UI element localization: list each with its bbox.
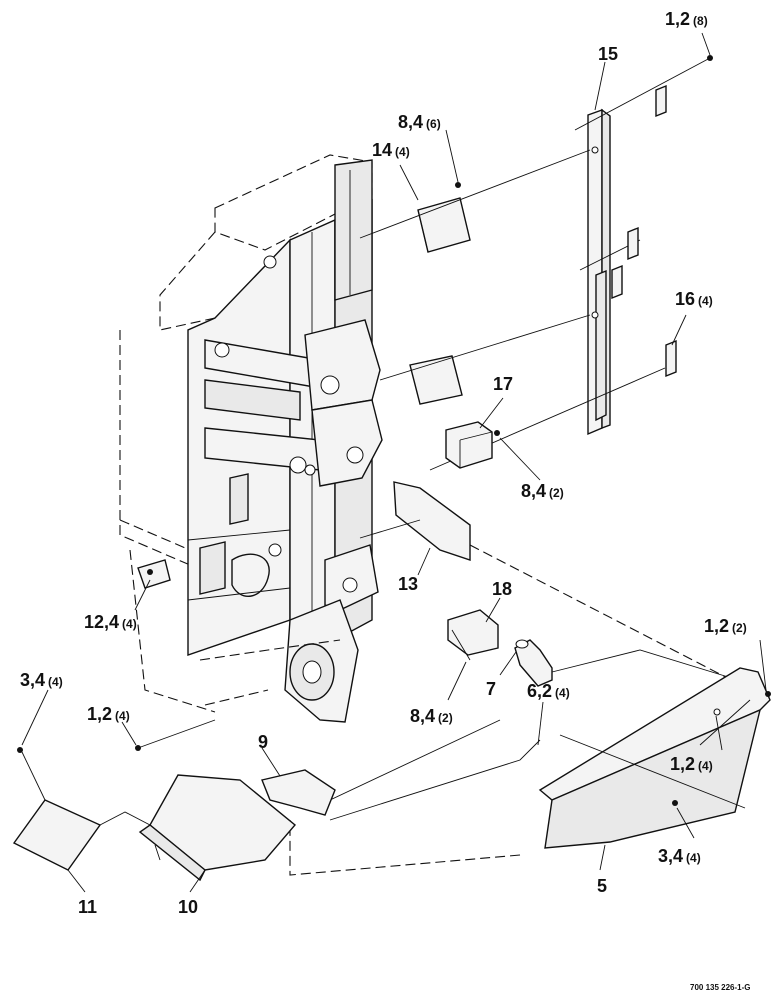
part-17-box [445,421,500,469]
callout-9: 9 [258,732,268,752]
callout-16-4: 16(4) [675,289,713,309]
fastener-lines [135,699,751,806]
callout-5: 5 [597,876,607,896]
callout-3-4-4-left: 3,4(4) [20,670,63,690]
callout-7: 7 [486,679,496,699]
part-13-plate [359,481,771,701]
callout-12-4-4: 12,4(4) [84,612,137,632]
leader-lines [21,32,767,893]
callout-18: 18 [492,579,512,599]
callout-14-4: 14(4) [372,140,410,160]
callout-15: 15 [598,44,618,64]
part-18-bracket [447,609,499,661]
callout-6-2-4: 6,2(4) [527,681,570,701]
part-7-bracket [514,639,739,687]
callout-8-4-6: 8,4(6) [398,112,441,132]
callout-11: 11 [78,897,97,917]
callout-1-2-8: 1,2(8) [665,9,708,29]
bar-mounting-brackets [611,55,713,378]
part-11-panel [12,747,151,871]
part-16-bracket [665,339,677,378]
drawing-number: 700 135 226-1-G [690,983,751,992]
main-frame-assembly [119,154,383,723]
part-14-bracket [359,149,591,253]
callout-13: 13 [398,574,418,594]
callout-3-4-4-right: 3,4(4) [658,846,701,866]
frame-side-bracket [379,314,666,471]
callout-1-2-4-left: 1,2(4) [87,704,130,724]
callout-1-2-2: 1,2(2) [704,616,747,636]
callout-8-4-2-upper: 8,4(2) [521,481,564,501]
callout-8-4-2-lower: 8,4(2) [410,706,453,726]
part-15-vertical-bar [574,57,711,436]
callout-17: 17 [493,374,513,394]
part-5-shield [269,667,771,876]
part-9-deflector [261,769,336,816]
part-10-shield [138,774,296,882]
callout-1-2-4-right: 1,2(4) [670,754,713,774]
callout-10: 10 [178,897,198,917]
